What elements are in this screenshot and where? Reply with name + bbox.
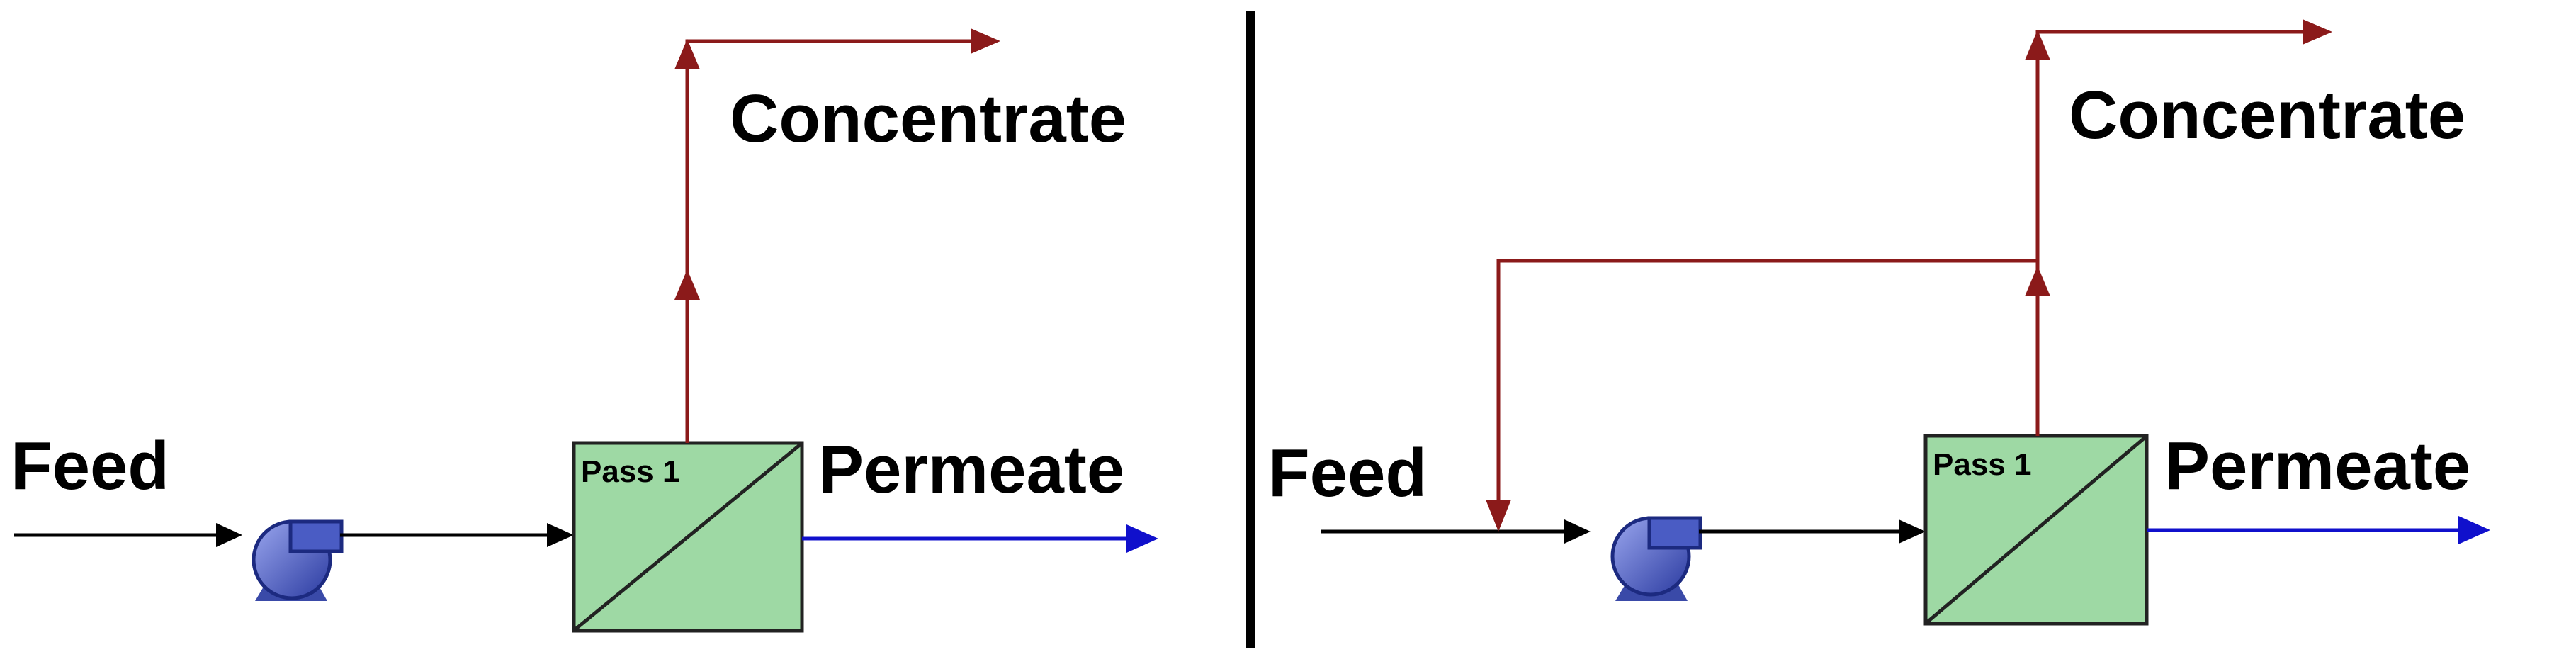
permeate-label: Permeate	[2164, 428, 2470, 504]
concentrate-riser-arrow-icon	[674, 269, 700, 300]
concentrate-top-arrow-icon	[2025, 30, 2050, 60]
feed-arrow-icon	[1564, 519, 1591, 544]
concentrate-outlet-arrow-icon	[971, 28, 1000, 54]
permeate-arrow-icon	[2458, 516, 2490, 544]
permeate-label: Permeate	[818, 432, 1124, 507]
membrane-unit	[572, 441, 804, 633]
concentrate-riser-arrow-icon	[2025, 266, 2050, 296]
permeate-arrow-icon	[1126, 524, 1158, 553]
pump-icon	[252, 519, 344, 601]
pump-icon	[1610, 516, 1702, 601]
panel-with-recycle: Feed Pass 1 Permeate Concentrate	[1268, 19, 2490, 626]
feed-label: Feed	[1268, 435, 1427, 511]
pump-outlet-arrow-icon	[1899, 519, 1926, 544]
recycle-line	[1496, 259, 2038, 510]
concentrate-outlet-arrow-icon	[2303, 19, 2332, 45]
feed-arrow-icon	[216, 523, 242, 547]
pass-label: Pass 1	[581, 454, 679, 489]
pass-label: Pass 1	[1933, 447, 2031, 482]
concentrate-top-arrow-icon	[674, 39, 700, 69]
panel-without-recycle: Feed Pass 1 Permeate Concentrate	[11, 28, 1158, 633]
concentrate-label: Concentrate	[2069, 77, 2465, 153]
concentrate-label: Concentrate	[730, 81, 1126, 157]
pump-outlet-arrow-icon	[547, 523, 574, 547]
recycle-arrow-icon	[1486, 500, 1511, 532]
feed-label: Feed	[11, 428, 169, 504]
